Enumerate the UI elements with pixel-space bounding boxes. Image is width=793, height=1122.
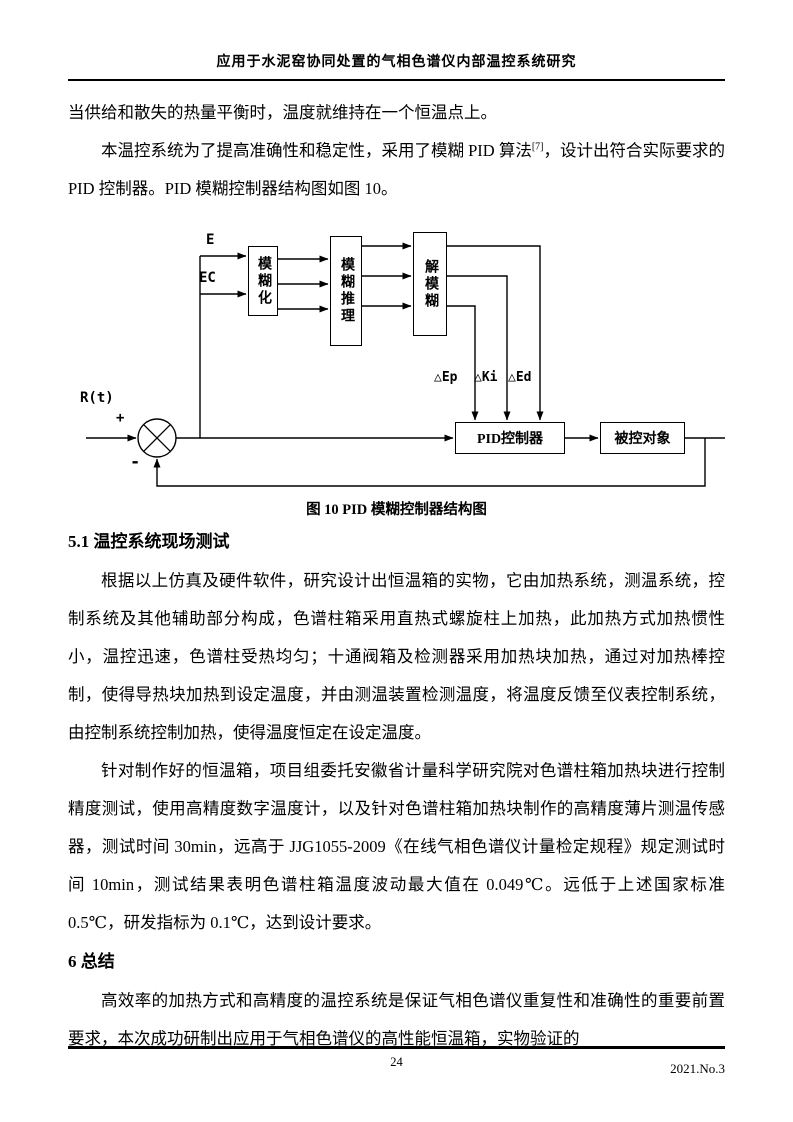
paragraph-intro-2: 本温控系统为了提高准确性和稳定性，采用了模糊 PID 算法[7]，设计出符合实际… [68,132,725,208]
paragraph-intro-1: 当供给和散失的热量平衡时，温度就维持在一个恒温点上。 [68,103,497,122]
block-defuzzify: 解模糊 [413,232,447,336]
citation-ref: [7] [531,141,544,153]
header-rule [68,79,725,81]
delta-ep-label: △Ep [434,370,458,385]
diagram-lines [86,242,725,487]
input-signal-label: R(t) [80,390,114,406]
section-6-title: 6 总结 [68,952,115,971]
block-controlled-object: 被控对象 [600,422,685,454]
section-6-paragraph-1: 高效率的加热方式和高精度的温控系统是保证气相色谱仪重复性和准确性的重要前置要求，… [68,991,725,1048]
page-footer: 24 2021.No.3 [68,1046,725,1076]
running-header-title: 应用于水泥窑协同处置的气相色谱仪内部温控系统研究 [216,55,577,70]
plus-sign-label: + [116,410,125,426]
figure-10-diagram: 模糊化 模糊推理 解模糊 PID控制器 被控对象 R(t) + - E EC △… [68,224,725,494]
block-fuzzy-inference: 模糊推理 [330,236,362,346]
section-5-1-paragraph-2: 针对制作好的恒温箱，项目组委托安徽省计量科学研究院对色谱柱箱加热块进行控制精度测… [68,761,725,932]
block-pid-controller: PID控制器 [455,422,565,454]
paragraph-text: 本温控系统为了提高准确性和稳定性，采用了模糊 PID 算法 [101,141,532,160]
block-fuzzify: 模糊化 [248,246,278,316]
section-5-1-paragraph-1: 根据以上仿真及硬件软件，研究设计出恒温箱的实物，它由加热系统，测温系统，控制系统… [68,571,725,742]
block-defuzzify-label: 解模糊 [423,258,438,310]
minus-sign-label: - [130,452,141,472]
block-fuzzify-label: 模糊化 [256,255,271,307]
figure-10-caption: 图 10 PID 模糊控制器结构图 [306,502,487,518]
paragraph-text: ，设计出符合实际要求的 PID 控制器。PID 模糊控制器结构图如图 10。 [68,141,726,198]
page-content: 应用于水泥窑协同处置的气相色谱仪内部温控系统研究 当供给和散失的热量平衡时，温度… [68,0,725,1058]
delta-ki-label: △Ki [474,370,498,385]
block-pid-controller-label: PID控制器 [476,432,544,447]
error-change-signal-label: EC [199,270,216,286]
block-fuzzy-inference-label: 模糊推理 [339,257,354,325]
journal-issue: 2021.No.3 [670,1061,725,1076]
delta-ed-label: △Ed [508,370,532,385]
section-5-1-title: 5.1 温控系统现场测试 [68,532,230,551]
block-controlled-object-label: 被控对象 [614,432,671,447]
page-number: 24 [390,1055,403,1069]
error-signal-label: E [206,232,215,248]
